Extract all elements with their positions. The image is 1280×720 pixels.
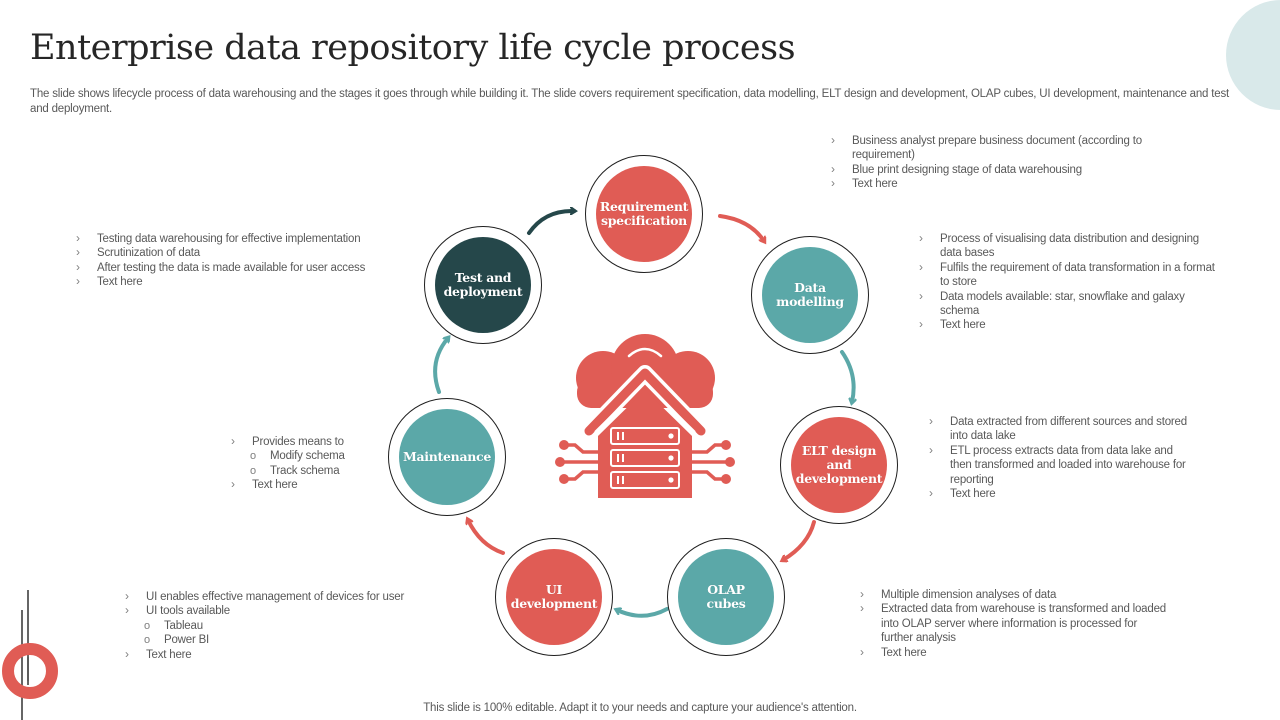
- sub-bullet-item: Modify schema: [231, 449, 381, 464]
- decorative-ring-bottom-left: [2, 590, 58, 720]
- stage-label: UI development: [510, 582, 598, 611]
- bullet-item: UI tools available: [125, 603, 455, 618]
- stage-requirement-specification[interactable]: Requirement specification: [585, 155, 703, 273]
- arrow-ui-to-maintenance: [468, 520, 505, 555]
- bullet-item: Testing data warehousing for effective i…: [76, 231, 416, 246]
- arrow-elt-to-olap: [783, 520, 816, 560]
- footer-note: This slide is 100% editable. Adapt it to…: [423, 702, 857, 714]
- stage-circle: OLAP cubes: [678, 549, 774, 645]
- bullet-item: Scrutinization of data: [76, 245, 416, 260]
- stage-circle: Test and deployment: [435, 237, 531, 333]
- requirement-description-list: Business analyst prepare business docume…: [831, 133, 1181, 192]
- olap-description-list: Multiple dimension analyses of dataExtra…: [860, 587, 1170, 660]
- bullet-item: Provides means to: [231, 434, 381, 449]
- bullet-item: Text here: [76, 274, 416, 289]
- maintenance-description-list: Provides means toModify schemaTrack sche…: [231, 434, 381, 493]
- stage-elt-design-and-development[interactable]: ELT design and development: [780, 406, 898, 524]
- bullet-item: After testing the data is made available…: [76, 260, 416, 275]
- stage-circle: Requirement specification: [596, 166, 692, 262]
- bullet-item: Data models available: star, snowflake a…: [919, 289, 1219, 319]
- bullet-item: Text here: [125, 647, 455, 662]
- data-modelling-description-list: Process of visualising data distribution…: [919, 231, 1219, 333]
- bullet-item: Business analyst prepare business docume…: [831, 133, 1181, 163]
- sub-bullet-item: Track schema: [231, 464, 381, 479]
- bullet-item: Extracted data from warehouse is transfo…: [860, 601, 1170, 645]
- arrow-olap-to-ui: [617, 609, 669, 618]
- stage-olap-cubes[interactable]: OLAP cubes: [667, 538, 785, 656]
- arrow-maintenance-to-test: [433, 338, 448, 394]
- bullet-item: Multiple dimension analyses of data: [860, 587, 1170, 602]
- bullet-item: Text here: [231, 477, 381, 492]
- elt-description-list: Data extracted from different sources an…: [929, 414, 1189, 501]
- stage-circle: Maintenance: [399, 409, 495, 505]
- sub-bullet-item: Power BI: [125, 633, 455, 648]
- slide-title: Enterprise data repository life cycle pr…: [30, 28, 796, 68]
- stage-test-and-deployment[interactable]: Test and deployment: [424, 226, 542, 344]
- stage-label: Test and deployment: [443, 270, 523, 299]
- slide-subtitle: The slide shows lifecycle process of dat…: [30, 88, 1229, 115]
- arrow-test-to-requirement: [527, 211, 574, 235]
- bullet-item: Blue print designing stage of data wareh…: [831, 162, 1181, 177]
- stage-circle: ELT design and development: [791, 417, 887, 513]
- stage-label: OLAP cubes: [706, 582, 746, 611]
- bullet-item: UI enables effective management of devic…: [125, 589, 455, 604]
- bullet-item: Process of visualising data distribution…: [919, 231, 1219, 261]
- stage-data-modelling[interactable]: Data modelling: [751, 236, 869, 354]
- arrow-requirement-to-data-modelling: [718, 214, 764, 241]
- bullet-item: ETL process extracts data from data lake…: [929, 443, 1189, 487]
- bullet-item: Text here: [831, 176, 1181, 191]
- stage-label: Maintenance: [402, 449, 492, 464]
- ui-description-list: UI enables effective management of devic…: [125, 589, 455, 662]
- bullet-item: Text here: [860, 645, 1170, 660]
- bullet-item: Fulfils the requirement of data transfor…: [919, 260, 1219, 290]
- stage-circle: Data modelling: [762, 247, 858, 343]
- bullet-item: Text here: [929, 486, 1189, 501]
- stage-circle: UI development: [506, 549, 602, 645]
- stage-maintenance[interactable]: Maintenance: [388, 398, 506, 516]
- stage-label: Data modelling: [776, 280, 844, 309]
- bullet-item: Data extracted from different sources an…: [929, 414, 1189, 444]
- test-description-list: Testing data warehousing for effective i…: [76, 231, 416, 290]
- sub-bullet-item: Tableau: [125, 619, 455, 634]
- stage-label: Requirement specification: [599, 199, 689, 228]
- arrow-data-modelling-to-elt: [840, 350, 854, 402]
- cloud-data-warehouse-icon: [555, 334, 735, 498]
- stage-ui-development[interactable]: UI development: [495, 538, 613, 656]
- bullet-item: Text here: [919, 317, 1219, 332]
- stage-label: ELT design and development: [795, 443, 883, 486]
